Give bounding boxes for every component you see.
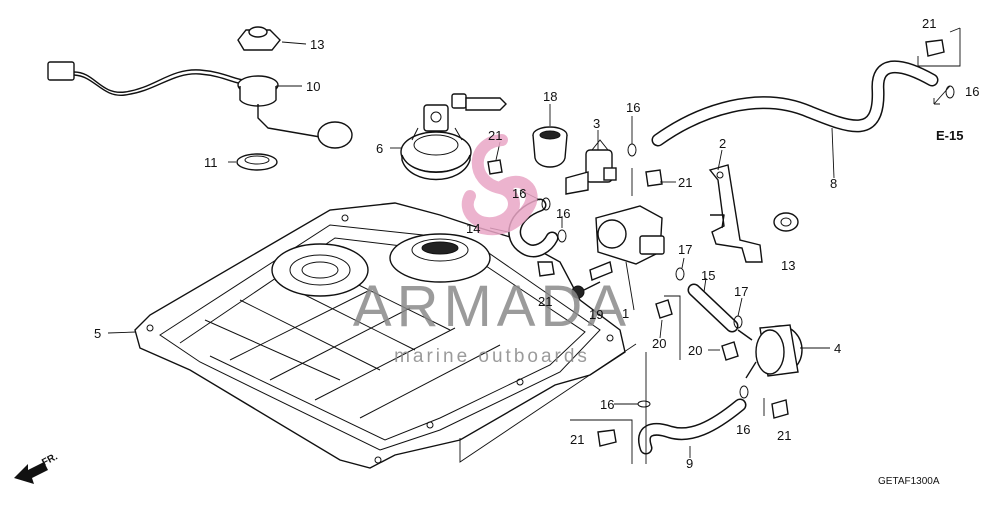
- clips: [487, 39, 955, 447]
- reference-arrow-icon: [933, 85, 951, 105]
- label-16-e: 16: [600, 397, 614, 412]
- label-21-c: 21: [678, 175, 692, 190]
- fuel-filler-cap: [400, 93, 507, 181]
- fuel-filter: [737, 324, 803, 379]
- front-arrow-icon: [14, 462, 48, 484]
- label-16-d: 16: [556, 206, 570, 221]
- label-3: 3: [593, 116, 600, 131]
- label-4: 4: [834, 341, 841, 356]
- watermark-tagline: marine outboards: [394, 346, 590, 367]
- label-11: 11: [204, 155, 218, 170]
- front-label: FR.: [40, 451, 60, 468]
- label-9: 9: [686, 456, 693, 471]
- label-2: 2: [719, 136, 726, 151]
- filter-cup: [532, 126, 568, 168]
- label-21-d: 21: [538, 294, 552, 309]
- watermark-brand: ARMADA: [353, 274, 631, 339]
- fuel-gauge-unit: [47, 61, 353, 149]
- gauge-cap: [237, 26, 281, 51]
- label-20-b: 20: [688, 343, 702, 358]
- label-8: 8: [830, 176, 837, 191]
- label-21-a: 21: [922, 16, 936, 31]
- label-12: 13: [310, 37, 324, 52]
- label-20-a: 20: [652, 336, 666, 351]
- watermark-logo-icon: [461, 134, 538, 236]
- mounting-bracket: [708, 164, 763, 263]
- label-5: 5: [94, 326, 101, 341]
- label-17-b: 17: [734, 284, 748, 299]
- label-1: 1: [622, 306, 629, 321]
- label-16-c: 16: [512, 186, 526, 201]
- label-21-e: 21: [570, 432, 584, 447]
- hoses: [508, 60, 939, 455]
- rubber-grommet: [773, 212, 799, 232]
- label-15: 15: [701, 268, 715, 283]
- reference-e15: E-15: [936, 128, 963, 143]
- label-10: 10: [306, 79, 320, 94]
- label-13: 13: [781, 258, 795, 273]
- label-21-b: 21: [488, 128, 502, 143]
- fuel-pump: [571, 205, 665, 299]
- label-21-f: 21: [777, 428, 791, 443]
- check-valve: [565, 139, 617, 195]
- label-19: 19: [589, 307, 603, 322]
- label-16-b: 16: [626, 100, 640, 115]
- part-labels: 13 10 11 6 18 3 2 8 13 5 4 14 1 19 15 9 …: [94, 16, 979, 471]
- front-direction: FR.: [14, 451, 60, 484]
- label-18: 18: [543, 89, 557, 104]
- label-6: 6: [376, 141, 383, 156]
- watermark: ARMADA marine outboards: [353, 134, 631, 367]
- packing-ring: [236, 153, 278, 171]
- label-16-f: 16: [736, 422, 750, 437]
- fuel-tank: [134, 202, 626, 469]
- diagram-code: GETAF1300A: [878, 476, 940, 487]
- label-17-a: 17: [678, 242, 692, 257]
- label-14: 14: [466, 221, 480, 236]
- label-16-a: 16: [965, 84, 979, 99]
